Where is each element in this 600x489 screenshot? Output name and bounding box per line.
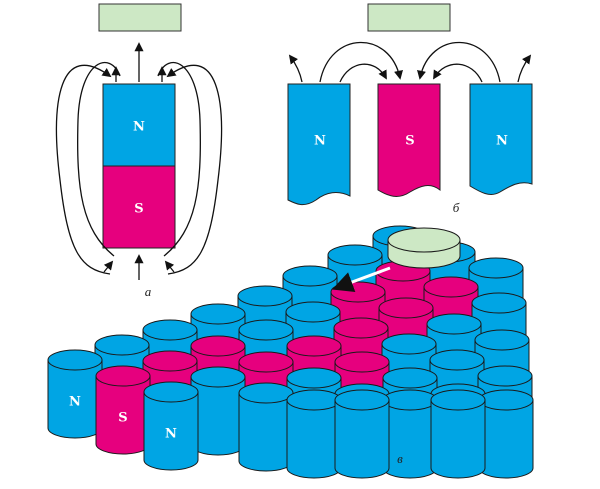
cylinder-28-label: S <box>118 411 127 426</box>
caption-b: б <box>453 200 460 215</box>
cylinder-5-top <box>282 265 338 287</box>
magnet-b-middle-label: S <box>405 134 414 149</box>
cylinder-14-top <box>333 317 389 339</box>
cylinder-40 <box>430 389 486 479</box>
field-line-a-outer-right <box>166 64 223 275</box>
cylinder-39-top <box>334 389 390 411</box>
magnet-a-north <box>102 83 176 167</box>
cylinder-15-top <box>238 319 294 341</box>
cylinder-6-top <box>423 276 479 298</box>
cylinder-9-top <box>471 292 527 314</box>
cylinder-36-top <box>286 389 342 411</box>
sample-disk-top <box>387 227 461 253</box>
cylinder-32: N <box>143 381 199 471</box>
cylinder-23: N <box>47 349 103 439</box>
field-line-b-inner-left <box>339 63 387 83</box>
magnet-b-left <box>287 83 351 206</box>
field-line-b-inner-right <box>433 63 483 83</box>
cylinder-33-top <box>238 382 294 404</box>
cylinder-36-body <box>286 399 342 479</box>
cylinder-29 <box>190 366 246 456</box>
cylinder-19-top <box>94 334 150 356</box>
cylinder-23-label: N <box>69 395 81 410</box>
cylinder-8-top <box>237 285 293 307</box>
cylinder-7-top <box>330 281 386 303</box>
sample-block-b <box>367 3 451 32</box>
magnet-b-left-label: N <box>314 134 326 149</box>
sample-disk-c <box>387 227 461 269</box>
cylinder-18-top <box>381 333 437 355</box>
field-line-a-inner-left <box>77 61 121 257</box>
magnet-b-right <box>469 83 533 195</box>
cylinder-12-top <box>190 303 246 325</box>
caption-c: в <box>397 451 403 466</box>
cylinder-27-top <box>477 365 533 387</box>
cylinder-3-top <box>468 257 524 279</box>
cylinder-17-top <box>474 329 530 351</box>
field-line-a-arrow-bottom-left <box>103 260 114 273</box>
field-line-a-inner-right <box>157 61 201 257</box>
field-lines-b <box>288 41 532 83</box>
cylinder-28-top <box>95 365 151 387</box>
diagram-b: N S N б <box>287 3 533 215</box>
cylinder-32-top <box>143 381 199 403</box>
cylinder-37-top <box>478 389 534 411</box>
cylinder-39 <box>334 389 390 479</box>
cylinder-40-body <box>430 399 486 479</box>
sample-block-a <box>98 3 182 32</box>
caption-a: a <box>145 284 152 299</box>
cylinder-20-top <box>286 335 342 357</box>
cylinder-2-top <box>327 244 383 266</box>
cylinder-36 <box>286 389 342 479</box>
field-line-a-outer-left <box>55 64 112 275</box>
cylinder-29-top <box>190 366 246 388</box>
cylinder-11-top <box>285 301 341 323</box>
magnet-a-north-label: N <box>133 120 145 135</box>
field-line-b-outer-right <box>417 41 501 83</box>
field-line-b-left-out <box>288 54 303 83</box>
cylinder-24-top <box>142 350 198 372</box>
magnet-b-right-label: N <box>496 134 508 149</box>
cylinder-25-top <box>334 351 390 373</box>
magnet-b-middle <box>377 83 441 197</box>
cylinder-38-top <box>382 389 438 411</box>
cylinder-37-body <box>478 399 534 479</box>
cylinder-23-top <box>47 349 103 371</box>
cylinder-40-top <box>430 389 486 411</box>
field-line-a-arrow-bottom-right <box>164 260 175 273</box>
cylinder-16-top <box>142 319 198 341</box>
placement-arrow <box>332 266 391 293</box>
cylinder-38 <box>382 389 438 479</box>
cylinder-21-top <box>190 335 246 357</box>
cylinder-13-top <box>426 313 482 335</box>
diagram-a: N S a <box>55 3 223 299</box>
field-line-b-outer-left <box>319 41 403 83</box>
cylinder-33-body <box>238 392 294 472</box>
cylinder-32-label: N <box>165 427 177 442</box>
cylinder-22-top <box>429 349 485 371</box>
magnet-a-south <box>102 165 176 249</box>
cylinder-26-top <box>238 351 294 373</box>
field-lines-a <box>55 42 223 280</box>
cylinder-33 <box>238 382 294 472</box>
cylinder-10-top <box>378 297 434 319</box>
cylinder-28: S <box>95 365 151 455</box>
cylinder-31-top <box>286 367 342 389</box>
cylinder-30-top <box>382 367 438 389</box>
cylinder-29-body <box>190 376 246 456</box>
diagram-c: N S N <box>47 225 534 479</box>
field-line-b-right-out <box>517 54 532 83</box>
magnet-a-south-label: S <box>134 202 143 217</box>
cylinder-38-body <box>382 399 438 479</box>
cylinder-32-body <box>143 391 199 471</box>
cylinder-39-body <box>334 399 390 479</box>
cylinder-37 <box>478 389 534 479</box>
